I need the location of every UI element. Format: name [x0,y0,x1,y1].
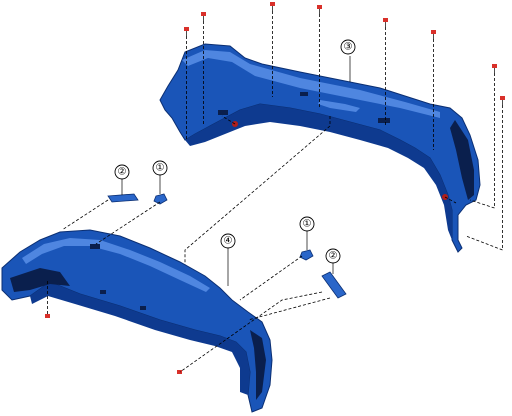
callout-label: ① [303,219,312,230]
screw-icon [45,314,50,318]
screw-icon [500,96,505,105]
alignment-lines-lower [47,199,331,373]
screw-icon [317,5,322,14]
small-parts-lower [107,193,347,299]
retainer-right [299,249,314,261]
screw-icon [184,27,189,36]
callout-1-left: ① [152,160,168,194]
callout-2-right: ② [325,248,341,274]
callout-1-right: ① [299,216,315,250]
screw-icon [177,370,182,374]
retainer-left [153,193,168,205]
reflector-bracket-left [107,193,139,203]
reflector-bracket-right [321,271,347,299]
bumper-fascia-upper [159,43,481,253]
fasteners-lower [45,314,182,374]
callout-2-left: ② [114,164,130,195]
screw-icon [431,30,436,39]
callout-3: ③ [340,39,356,82]
callout-label: ③ [344,42,353,53]
screw-icon [270,2,275,11]
callout-label: ② [118,167,127,178]
bumper-lower-panel [1,229,273,413]
screw-icon [492,64,497,73]
callout-label: ④ [224,236,233,247]
callout-label: ② [329,251,338,262]
callout-4: ④ [220,233,236,286]
screw-icon [383,18,388,27]
callout-label: ① [156,163,165,174]
screw-icon [201,12,206,21]
